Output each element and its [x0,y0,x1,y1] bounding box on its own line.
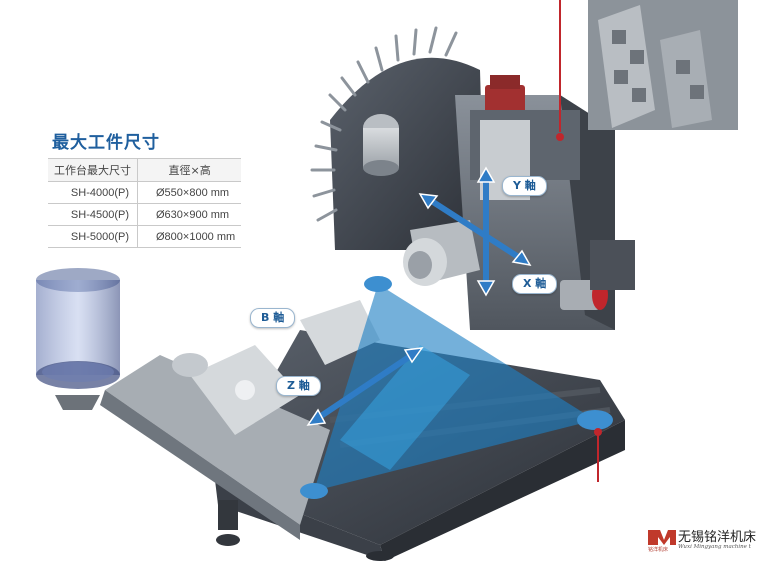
spec-table: 工作台最大尺寸 直徑×高 SH-4000(P) Ø550×800 mm SH-4… [48,158,242,248]
brand-block: 无锡铭洋机床 Wuxi Mingyang machine t 铭洋机床 [648,526,758,556]
coolant-tank [36,268,120,410]
dimension-cell: Ø550×800 mm [137,181,242,204]
table-row: SH-4000(P) Ø550×800 mm [48,181,242,204]
model-cell: SH-4000(P) [48,181,138,204]
b-axis-label: B 軸 [250,308,296,328]
inset-photo [588,0,738,130]
spindle-head [403,220,480,286]
x-axis-label: X 軸 [512,274,558,294]
model-cell: SH-5000(P) [48,225,138,248]
table-row: SH-4500(P) Ø630×900 mm [48,203,242,226]
z-axis-label: Z 軸 [276,376,321,396]
dimension-cell: Ø630×900 mm [137,203,242,226]
spec-title: 最大工件尺寸 [52,133,160,153]
header-table-size: 工作台最大尺寸 [48,158,138,182]
dimension-cell: Ø800×1000 mm [137,225,242,248]
brand-name: 无锡铭洋机床 [678,530,757,545]
axis-arrows [306,166,532,426]
y-axis-label: Y 軸 [502,176,547,196]
brand-english: Wuxi Mingyang machine t [678,544,751,550]
header-dimension: 直徑×高 [137,158,242,182]
work-envelope [300,276,613,499]
table-row: SH-5000(P) Ø800×1000 mm [48,225,242,248]
model-cell: SH-4500(P) [48,203,138,226]
brand-logo-mark [648,530,676,545]
spindle-motor [363,114,399,176]
brand-logo-text: 铭洋机床 [648,547,669,553]
x-axis-motor [560,240,635,310]
tool-magazine [310,26,485,250]
spec-header-row: 工作台最大尺寸 直徑×高 [48,158,242,182]
pallet-changer [100,300,380,540]
